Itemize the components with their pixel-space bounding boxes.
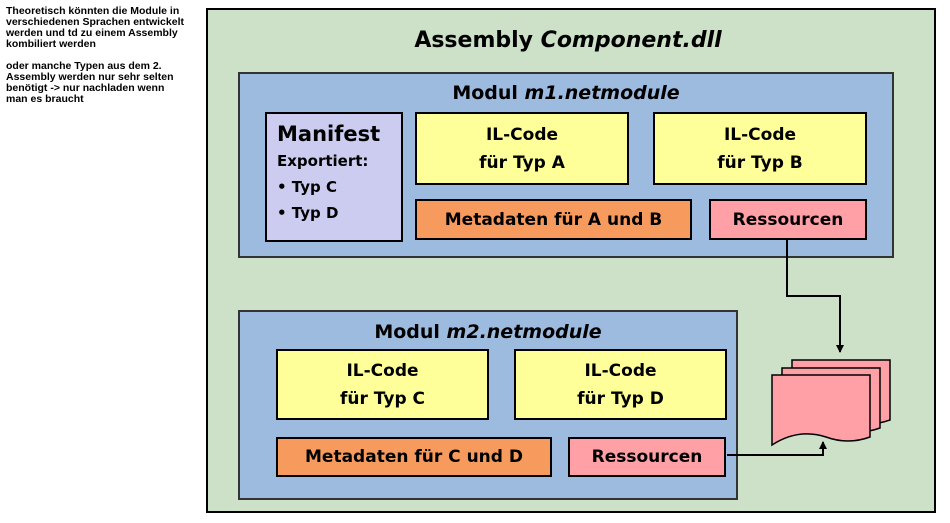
il-code-typ-d-line2: für Typ D (577, 388, 664, 409)
il-code-typ-d: IL-Code für Typ D (514, 349, 727, 420)
assembly-title-prefix: Assembly (414, 28, 541, 53)
modul-m2-title-prefix: Modul (374, 321, 447, 343)
modul-m2: Modul m2.netmodule IL-Code für Typ C IL-… (238, 310, 738, 500)
side-note-paragraph-1: Theoretisch könnten die Module in versch… (6, 5, 184, 50)
resources-m2: Ressourcen (568, 437, 726, 477)
il-code-typ-b-line1: IL-Code (723, 124, 797, 145)
il-code-typ-b-line2: für Typ B (717, 152, 803, 173)
manifest-exported-label: Exportiert: (277, 152, 369, 170)
metadata-c-d: Metadaten für C und D (276, 437, 552, 477)
arrow-m2-resources-to-files (727, 441, 827, 456)
modul-m2-title-name: m2.netmodule (446, 321, 602, 343)
metadata-a-b: Metadaten für A und B (415, 199, 692, 240)
il-code-typ-a: IL-Code für Typ A (415, 112, 629, 185)
il-code-typ-a-line2: für Typ A (479, 152, 565, 173)
arrow-m1-resources-to-files (786, 238, 844, 353)
assembly-title-name: Component.dll (540, 28, 722, 53)
side-note: Theoretisch könnten die Module in versch… (6, 6, 186, 116)
il-code-typ-c-line1: IL-Code (346, 360, 419, 381)
resource-files-stack (771, 359, 891, 447)
modul-m1-title: Modul m1.netmodule (240, 82, 892, 104)
manifest-item-typ-d: • Typ D (277, 204, 339, 222)
resources-m1: Ressourcen (709, 199, 867, 240)
side-note-paragraph-2: oder manche Typen aus dem 2. Assembly we… (6, 60, 174, 105)
il-code-typ-c-line2: für Typ C (339, 388, 426, 409)
modul-m2-title: Modul m2.netmodule (240, 321, 736, 343)
il-code-typ-a-line1: IL-Code (485, 124, 559, 145)
modul-m1: Modul m1.netmodule Manifest Exportiert: … (238, 72, 894, 258)
il-code-typ-d-line1: IL-Code (584, 360, 657, 381)
modul-m1-title-name: m1.netmodule (524, 82, 680, 104)
modul-m1-title-prefix: Modul (452, 82, 525, 104)
il-code-typ-c: IL-Code für Typ C (276, 349, 489, 420)
il-code-typ-b: IL-Code für Typ B (653, 112, 867, 185)
assembly-title: Assembly Component.dll (208, 28, 928, 53)
manifest-item-typ-c: • Typ C (277, 178, 338, 196)
manifest-title: Manifest (277, 122, 381, 146)
manifest-box: Manifest Exportiert: • Typ C • Typ D (265, 112, 403, 242)
